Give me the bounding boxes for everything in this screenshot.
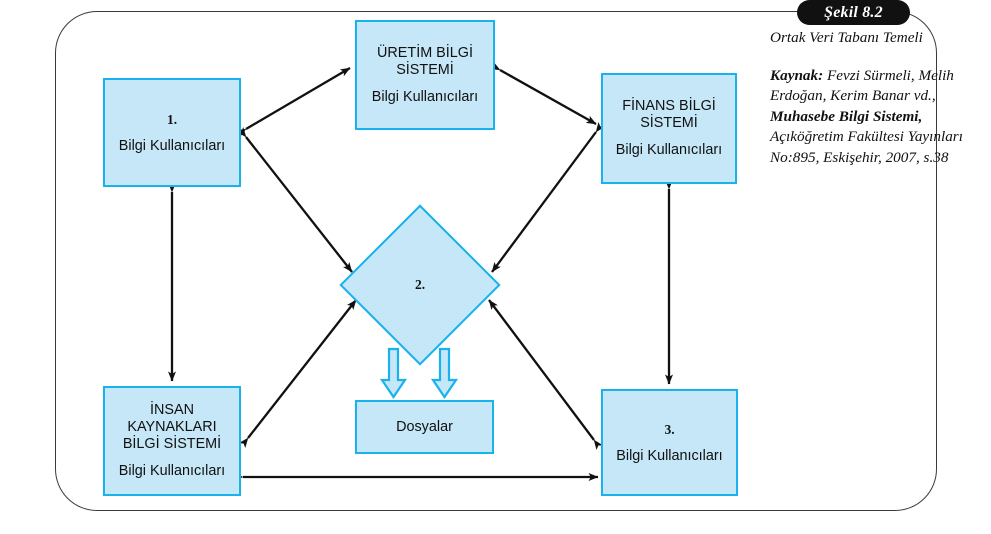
node-right-subtitle: Bilgi Kullanıcıları <box>615 142 723 158</box>
node-information-users-3[interactable]: 3. Bilgi Kullanıcıları <box>601 389 738 496</box>
block-arrow-right <box>430 347 459 399</box>
node-top-title: ÜRETİM BİLGİ SİSTEMİ <box>377 44 473 78</box>
node-left-subtitle: Bilgi Kullanıcıları <box>118 137 226 154</box>
node-finance-information-system[interactable]: FİNANS BİLGİ SİSTEMİ Bilgi Kullanıcıları <box>601 73 737 184</box>
node-files-label: Dosyalar <box>396 418 453 435</box>
node-files[interactable]: Dosyalar <box>355 400 494 454</box>
node-information-users-1[interactable]: 1. Bilgi Kullanıcıları <box>103 78 241 187</box>
node-production-information-system[interactable]: ÜRETİM BİLGİ SİSTEMİ Bilgi Kullanıcıları <box>355 20 495 130</box>
node-bottom-right-subtitle: Bilgi Kullanıcıları <box>616 447 723 464</box>
block-arrow-left <box>379 347 408 399</box>
node-bottom-left-subtitle: Bilgi Kullanıcıları <box>118 463 226 479</box>
source-authors: Fevzi Sürmeli, Melih Erdoğan, Kerim Bana… <box>770 66 954 105</box>
caption-source: Kaynak: Fevzi Sürmeli, Melih Erdoğan, Ke… <box>770 66 975 169</box>
node-top-subtitle: Bilgi Kullanıcıları <box>371 88 479 105</box>
source-label: Kaynak: <box>770 66 824 84</box>
diamond-label: 2. <box>414 277 426 292</box>
source-publication: Açıköğretim Fakültesi Yayınları No:895, … <box>770 128 963 166</box>
node-left-number: 1. <box>166 111 178 127</box>
figure-frame <box>55 11 937 511</box>
source-work-title: Muhasebe Bilgi Sistemi, <box>770 107 923 125</box>
node-human-resources-information-system[interactable]: İNSAN KAYNAKLARI BİLGİ SİSTEMİ Bilgi Kul… <box>103 386 241 496</box>
node-bottom-left-title: İNSAN KAYNAKLARI BİLGİ SİSTEMİ <box>122 402 222 452</box>
caption-title: Ortak Veri Tabanı Temeli <box>770 29 923 46</box>
node-right-title: FİNANS BİLGİ SİSTEMİ <box>622 98 716 131</box>
node-central-database[interactable]: 2. <box>339 204 501 366</box>
figure-number-tab: Şekil 8.2 <box>797 0 910 25</box>
figure-caption: Ortak Veri Tabanı Temeli Kaynak: Fevzi S… <box>770 28 975 168</box>
node-bottom-right-number: 3. <box>664 421 675 437</box>
